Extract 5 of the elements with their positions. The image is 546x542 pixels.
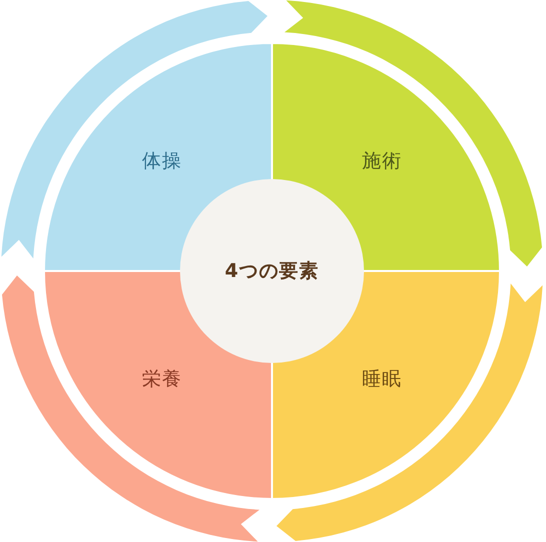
segment-label: 睡眠 xyxy=(362,367,402,392)
center-title: 4つの要素 xyxy=(224,259,320,284)
segment-label: 施術 xyxy=(362,149,402,174)
segment-label: 体操 xyxy=(142,149,182,174)
segment-label: 栄養 xyxy=(142,367,182,392)
